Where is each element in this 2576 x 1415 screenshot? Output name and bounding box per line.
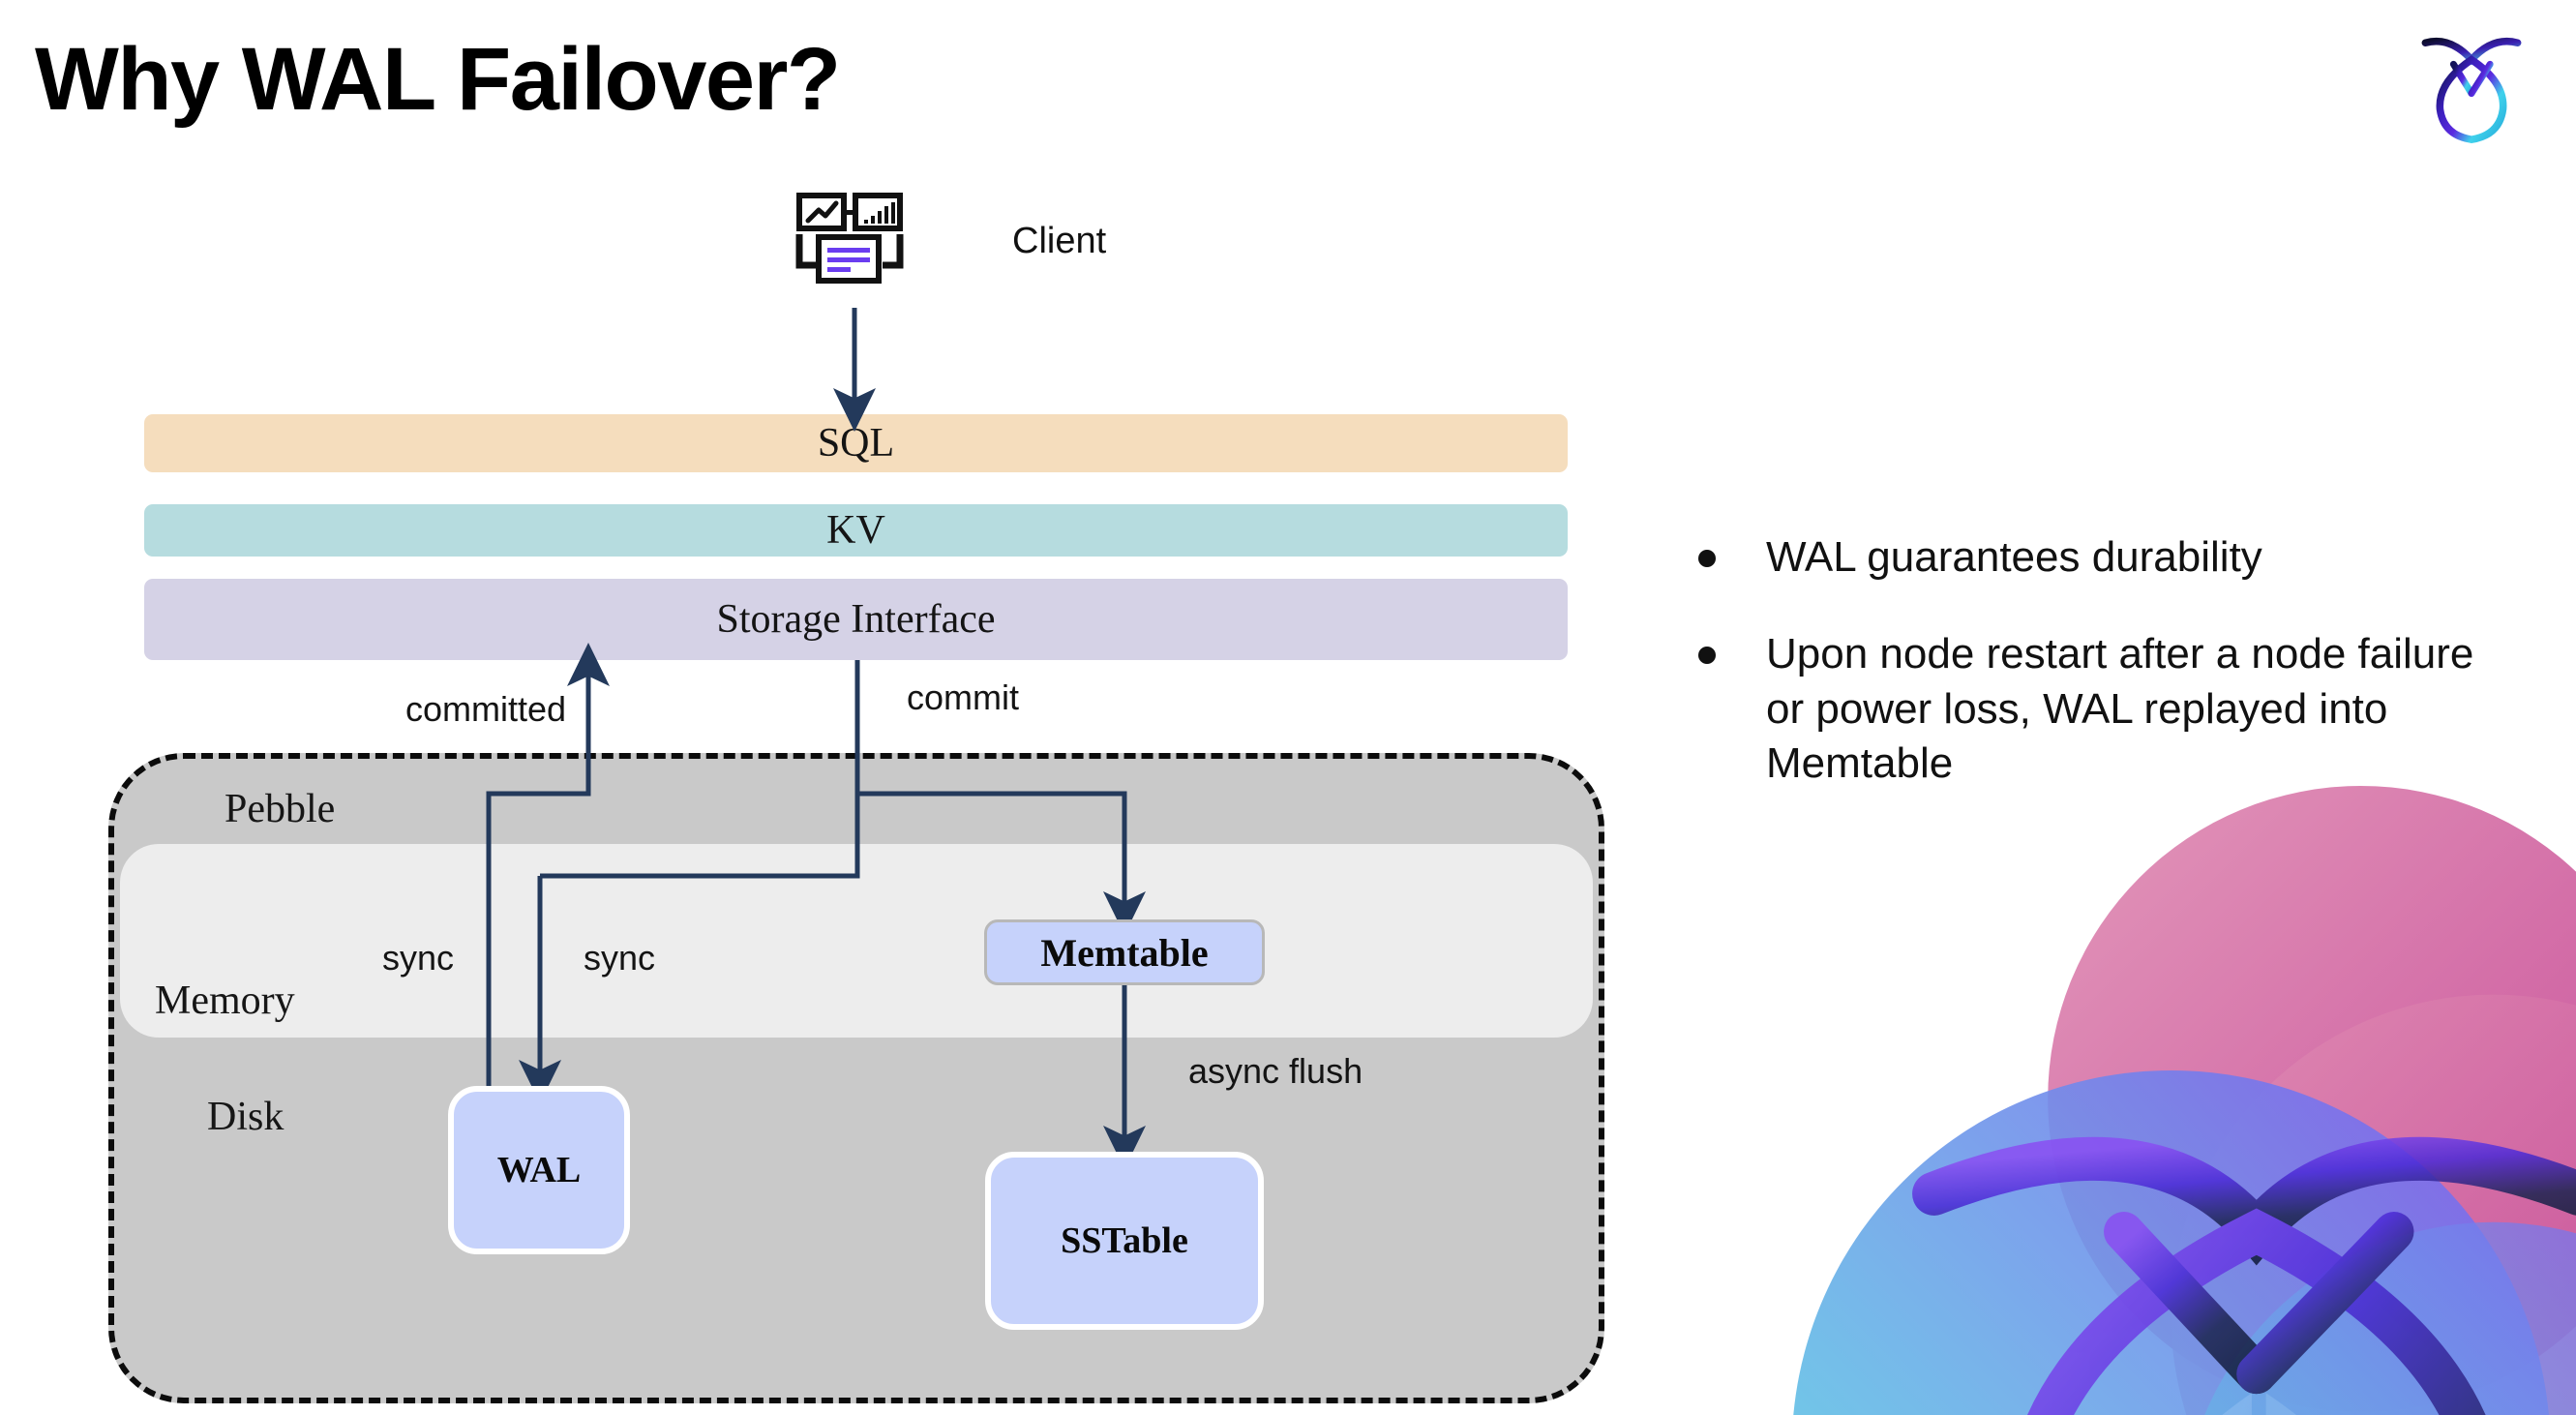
list-item: Upon node restart after a node failure o… (1698, 627, 2501, 791)
layer-bar-storage-interface: Storage Interface (144, 579, 1568, 660)
box-wal: WAL (448, 1086, 630, 1254)
client-dashboard-icon (795, 193, 904, 284)
client-label: Client (1012, 221, 1107, 261)
box-label-memtable: Memtable (1040, 930, 1209, 975)
bullet-text: Upon node restart after a node failure o… (1766, 630, 2474, 787)
memory-region (120, 844, 1593, 1038)
cockroachdb-watermark-icon (1793, 786, 2576, 1415)
layer-bar-kv: KV (144, 504, 1568, 557)
edge-label-async-flush: async flush (1188, 1051, 1363, 1091)
layer-label-storage-interface: Storage Interface (716, 597, 996, 642)
edge-label-committed: committed (405, 689, 567, 729)
disk-label: Disk (207, 1095, 285, 1139)
layer-label-sql: SQL (817, 421, 895, 466)
box-memtable: Memtable (984, 919, 1265, 985)
edge-label-sync-right: sync (584, 938, 656, 978)
cockroachdb-logo-icon (2421, 37, 2522, 144)
edge-label-sync-left: sync (382, 938, 455, 978)
edge-label-commit: commit (907, 677, 1019, 717)
list-item: WAL guarantees durability (1698, 530, 2501, 585)
box-sstable: SSTable (985, 1152, 1264, 1330)
bullet-dot-icon (1698, 550, 1716, 567)
bullet-list: WAL guarantees durability Upon node rest… (1698, 530, 2501, 833)
layer-label-kv: KV (826, 508, 885, 553)
layer-bar-sql: SQL (144, 414, 1568, 472)
bullet-dot-icon (1698, 647, 1716, 665)
page-title: Why WAL Failover? (35, 30, 841, 129)
pebble-label: Pebble (225, 787, 336, 831)
box-label-sstable: SSTable (1061, 1220, 1188, 1261)
box-label-wal: WAL (496, 1150, 582, 1190)
memory-label: Memory (155, 978, 295, 1023)
bullet-text: WAL guarantees durability (1766, 533, 2262, 581)
